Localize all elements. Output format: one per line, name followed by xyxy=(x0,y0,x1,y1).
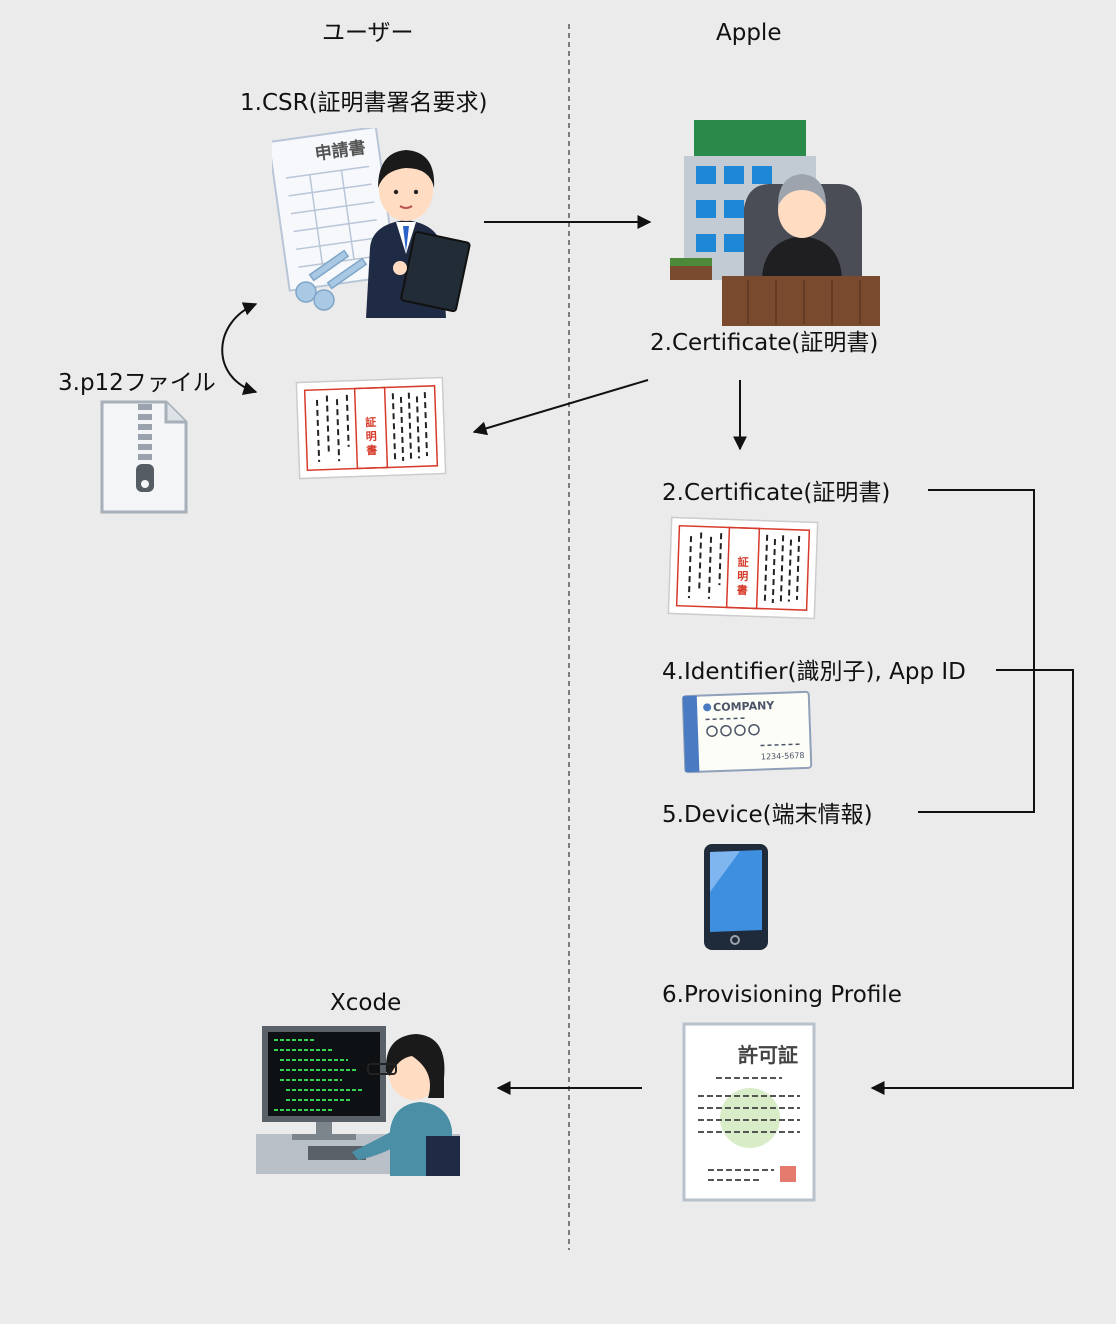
device-label: 5.Device(端末情報) xyxy=(662,802,873,828)
svg-text:明: 明 xyxy=(737,570,748,583)
identifier-to-profile-arrow xyxy=(870,669,1074,1095)
user-column-title: ユーザー xyxy=(322,20,414,46)
certificate-label: 2.Certificate(証明書) xyxy=(662,480,891,506)
permit-document-icon: 許可証 xyxy=(682,1022,816,1202)
certificate-document-icon: 証 明 書 xyxy=(667,516,819,620)
svg-text:証: 証 xyxy=(737,555,748,569)
zip-file-icon xyxy=(100,400,188,514)
smartphone-icon xyxy=(704,844,768,950)
judge-at-building-icon xyxy=(670,120,880,326)
id-card-number: 1234-5678 xyxy=(761,751,805,762)
svg-text:書: 書 xyxy=(736,583,747,597)
certificate-device-bracket xyxy=(918,489,1035,813)
key-icon xyxy=(295,249,368,311)
id-card-icon: COMPANY 1234-5678 xyxy=(681,690,813,774)
p12-file-label: 3.p12ファイル xyxy=(58,370,216,396)
csr-p12-curved-arrow xyxy=(221,302,258,396)
provisioning-profile-label: 6.Provisioning Profile xyxy=(662,982,902,1008)
id-card-company: COMPANY xyxy=(713,699,776,714)
certificate-document-icon: 証 明 書 xyxy=(295,376,447,480)
programmer-at-computer-icon xyxy=(256,1026,460,1176)
csr-label: 1.CSR(証明書署名要求) xyxy=(240,90,488,116)
svg-text:書: 書 xyxy=(366,443,377,457)
certificate-issued-label: 2.Certificate(証明書) xyxy=(650,330,879,356)
svg-text:明: 明 xyxy=(366,430,377,443)
certificate-to-user-arrow xyxy=(472,379,649,436)
permit-title: 許可証 xyxy=(738,1043,798,1067)
svg-text:証: 証 xyxy=(365,415,376,429)
xcode-label: Xcode xyxy=(330,990,402,1016)
identifier-label: 4.Identifier(識別子), App ID xyxy=(662,659,966,685)
apple-column-title: Apple xyxy=(716,20,782,46)
man-with-clipboard-icon: 申請書 xyxy=(272,128,471,318)
